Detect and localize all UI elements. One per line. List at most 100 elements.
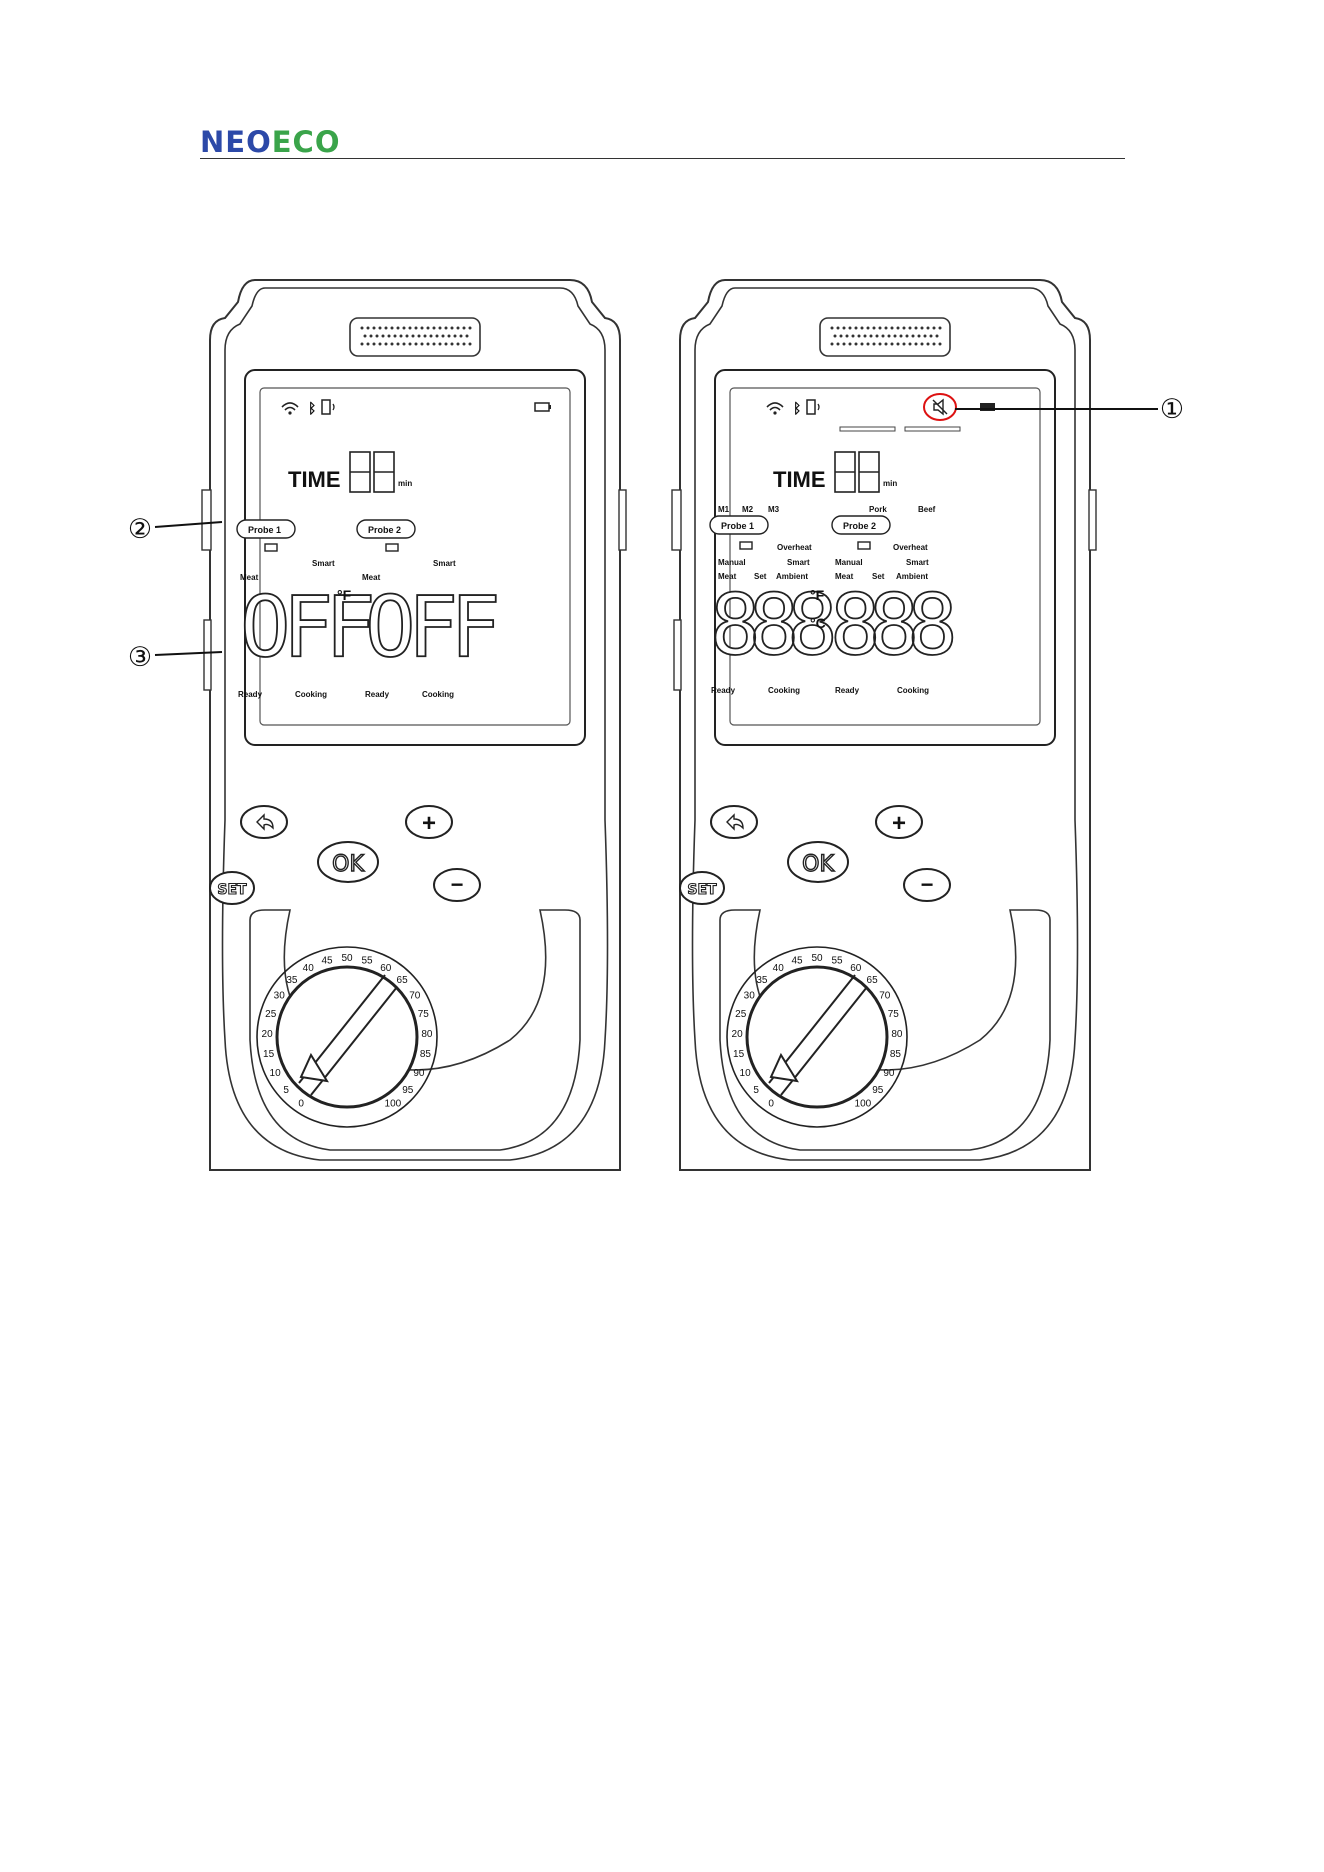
dial-tick-label: 80 <box>421 1029 433 1040</box>
speaker-hole <box>420 342 424 346</box>
speaker-hole <box>441 334 445 338</box>
speaker-hole <box>896 326 900 330</box>
plus-button[interactable]: + <box>405 805 453 839</box>
dial-tick-label: 20 <box>732 1029 744 1040</box>
bluetooth-icon: ᛒ <box>793 400 801 416</box>
speaker-hole <box>360 342 364 346</box>
speaker-hole <box>917 334 921 338</box>
set-button[interactable]: SET <box>209 871 255 905</box>
dial-tick-label: 80 <box>891 1029 903 1040</box>
speaker-hole <box>902 326 906 330</box>
speaker-hole <box>432 342 436 346</box>
speaker-hole <box>848 342 852 346</box>
dial-tick-label: 0 <box>768 1099 774 1110</box>
callout-2: ② <box>128 514 223 545</box>
speaker-hole <box>462 326 466 330</box>
speaker-hole <box>402 326 406 330</box>
speaker-hole <box>366 326 370 330</box>
speaker-hole <box>842 342 846 346</box>
dial-tick-label: 85 <box>420 1049 432 1060</box>
callout-1-label: ① <box>1160 394 1184 425</box>
ready-right: Ready <box>835 686 860 695</box>
set-button[interactable]: SET <box>679 871 725 905</box>
right-reading: OFF <box>365 578 496 676</box>
plus-label: + <box>892 810 906 837</box>
speaker-hole <box>456 342 460 346</box>
dial-tick-label: 30 <box>744 991 756 1002</box>
probe2-label: Probe 2 <box>368 525 401 535</box>
speaker-hole <box>405 334 409 338</box>
callout-2-label: ② <box>128 514 152 545</box>
speaker-hole <box>899 334 903 338</box>
dial-tick-label: 65 <box>867 975 879 986</box>
speaker-hole <box>423 334 427 338</box>
plus-button[interactable]: + <box>875 805 923 839</box>
dial-tick-label: 75 <box>418 1009 430 1020</box>
speaker-hole <box>875 334 879 338</box>
speaker-grille-left <box>360 326 472 346</box>
speaker-hole <box>393 334 397 338</box>
speaker-hole <box>411 334 415 338</box>
probe2-battery-icon <box>385 543 399 552</box>
speaker-hole <box>417 334 421 338</box>
m3-label: M3 <box>768 505 780 514</box>
speaker-hole <box>848 326 852 330</box>
speaker-hole <box>375 334 379 338</box>
time-digits <box>349 451 395 493</box>
set-right: Set <box>872 572 885 581</box>
speaker-hole <box>363 334 367 338</box>
speaker-hole <box>878 342 882 346</box>
ready-left: Ready <box>238 690 263 699</box>
plus-label: + <box>422 810 436 837</box>
speaker-hole <box>462 342 466 346</box>
dial-tick-label: 85 <box>890 1049 902 1060</box>
time-unit: min <box>398 479 412 488</box>
speaker-hole <box>414 342 418 346</box>
speaker-hole <box>908 326 912 330</box>
smart-right: Smart <box>433 559 456 568</box>
set-label: SET <box>687 882 717 898</box>
overheat-left: Overheat <box>777 543 812 552</box>
probe1-label: Probe 1 <box>721 521 754 531</box>
probe2-label: Probe 2 <box>843 521 876 531</box>
speaker-hole <box>438 342 442 346</box>
smart-left: Smart <box>312 559 335 568</box>
dial-tick-label: 15 <box>733 1049 745 1060</box>
back-button[interactable] <box>710 805 758 839</box>
dial-tick-label: 95 <box>872 1085 884 1096</box>
speaker-hole <box>887 334 891 338</box>
speaker-hole <box>384 326 388 330</box>
ok-button[interactable]: OK <box>317 841 379 883</box>
minus-label: − <box>451 872 464 897</box>
speaker-hole <box>902 342 906 346</box>
dial-tick-label: 10 <box>740 1068 752 1079</box>
speaker-hole <box>378 342 382 346</box>
back-button[interactable] <box>240 805 288 839</box>
speaker-hole <box>447 334 451 338</box>
set-left: Set <box>754 572 767 581</box>
ok-button[interactable]: OK <box>787 841 849 883</box>
minus-button[interactable]: − <box>433 868 481 902</box>
speaker-hole <box>866 342 870 346</box>
speaker-hole <box>914 326 918 330</box>
speaker-hole <box>842 326 846 330</box>
meat-right: Meat <box>362 573 381 582</box>
bluetooth-icon: ᛒ <box>308 400 316 416</box>
dial-tick-label: 55 <box>361 956 373 967</box>
smart-right: Smart <box>906 558 929 567</box>
minus-button[interactable]: − <box>903 868 951 902</box>
speaker-hole <box>872 342 876 346</box>
mute-icon <box>923 393 957 421</box>
speaker-hole <box>890 326 894 330</box>
speaker-hole <box>926 342 930 346</box>
unit-fahrenheit: °F <box>337 587 352 603</box>
phone-icon <box>806 399 820 415</box>
speaker-hole <box>890 342 894 346</box>
speaker-hole <box>390 342 394 346</box>
speaker-hole <box>384 342 388 346</box>
speaker-hole <box>884 326 888 330</box>
speaker-hole <box>878 326 882 330</box>
m2-label: M2 <box>742 505 754 514</box>
